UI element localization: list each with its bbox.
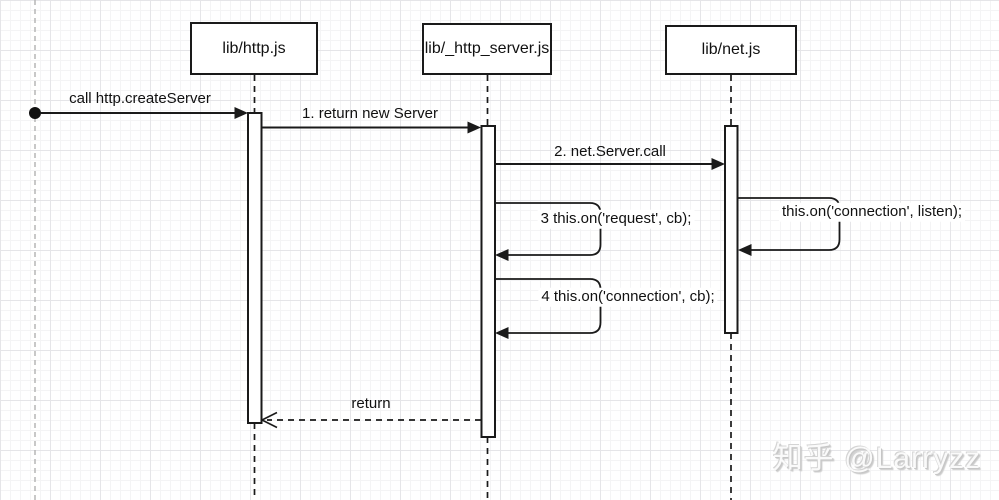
arrowhead-on-connection-cb	[495, 327, 509, 339]
watermark-zhihu-larryzz: 知乎 @Larryzz	[772, 442, 982, 475]
message-label-on-connection-cb: 4 this.on('connection', cb);	[538, 287, 718, 307]
participant-label: lib/net.js	[701, 41, 761, 58]
participant-box-lib-http-js: lib/http.js	[190, 22, 318, 75]
participant-box-lib-net-js: lib/net.js	[665, 25, 797, 75]
participant-label: lib/_http_server.js	[424, 40, 550, 57]
message-label-call-create-server: call http.createServer	[69, 89, 211, 107]
self-message-loop-on-connection-listen	[738, 197, 841, 251]
message-label-net-server-call: 2. net.Server.call	[554, 142, 666, 160]
arrowhead-net-server-call	[711, 158, 725, 170]
activation-net	[724, 125, 739, 334]
start-point-circle	[29, 107, 41, 119]
message-label-on-request: 3 this.on('request', cb);	[537, 209, 695, 229]
open-arrowhead-return	[260, 411, 278, 429]
participant-box-lib-http-server-js: lib/_http_server.js	[422, 23, 552, 75]
message-label-on-connection-listen: this.on('connection', listen);	[779, 202, 965, 222]
message-label-return-new-server: 1. return new Server	[302, 104, 438, 122]
message-label-return: return	[351, 394, 391, 412]
arrowhead-call-create-server	[234, 107, 248, 119]
participant-label: lib/http.js	[222, 39, 286, 57]
activation-http	[247, 112, 263, 424]
arrowhead-on-connection-listen	[738, 244, 752, 256]
arrowhead-return-new-server	[467, 121, 481, 134]
self-message-loop-on-request	[495, 202, 602, 256]
arrowhead-on-request	[495, 249, 509, 261]
activation-http-server	[480, 125, 496, 438]
